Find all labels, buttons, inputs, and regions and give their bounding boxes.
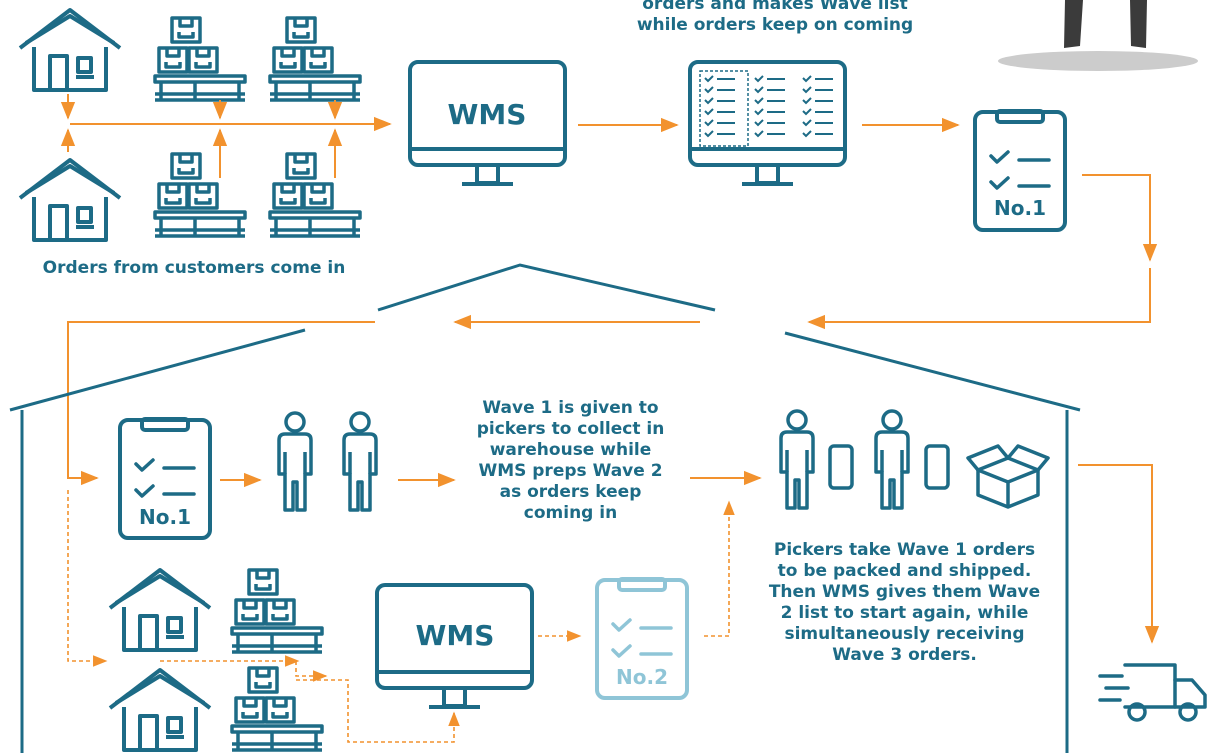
delivery-truck-icon <box>1098 663 1207 722</box>
house-icon <box>18 8 122 92</box>
house-icon <box>18 158 122 242</box>
wms-label-top: WMS <box>448 98 527 131</box>
pallet-boxes-icon <box>232 570 322 652</box>
top-caption: orders and makes Wave list while orders … <box>636 0 914 35</box>
checklist-monitor-icon <box>688 60 847 186</box>
pallet-boxes-icon <box>232 668 322 750</box>
clipboard-label-bottom: No.1 <box>139 505 191 529</box>
pickers-caption: Pickers take Wave 1 orders to be packed … <box>768 540 1041 665</box>
clipboard-label-top: No.1 <box>994 196 1046 220</box>
orders-caption: Orders from customers come in <box>42 258 346 278</box>
person-icon <box>779 409 815 510</box>
wms-label-bottom: WMS <box>416 619 495 652</box>
pallet-boxes-icon <box>155 18 245 100</box>
house-icon <box>108 668 212 752</box>
house-icon <box>108 568 212 652</box>
person-icon <box>277 411 313 512</box>
person-icon <box>342 411 378 512</box>
person-icon <box>874 409 910 510</box>
pallet-boxes-icon <box>155 154 245 236</box>
open-box-icon <box>966 444 1050 509</box>
figure-legs <box>1064 0 1147 48</box>
phone-icon <box>828 444 854 490</box>
pallet-boxes-icon <box>270 18 360 100</box>
wave1-caption: Wave 1 is given to pickers to collect in… <box>476 398 665 523</box>
figure-shadow <box>998 51 1198 71</box>
phone-icon <box>924 444 950 490</box>
pallet-boxes-icon <box>270 154 360 236</box>
clipboard-label-wave2: No.2 <box>616 665 668 689</box>
